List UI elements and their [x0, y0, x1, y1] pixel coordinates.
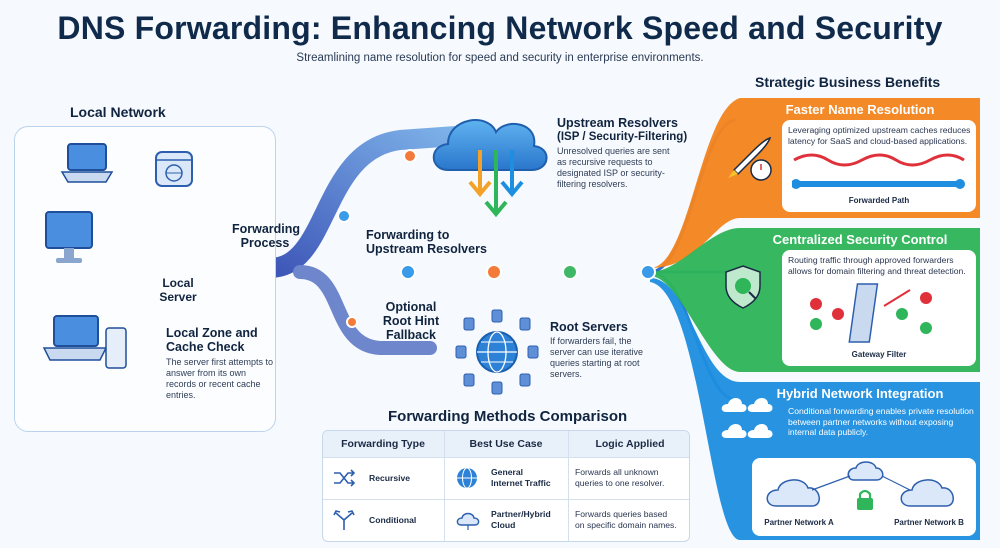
browser-icon: [155, 151, 193, 187]
laptop-icon: [60, 143, 114, 183]
forwarding-process-label-2: Process: [240, 236, 290, 250]
row-logic-2: on specific domain names.: [575, 520, 677, 530]
shuffle-icon: [334, 469, 355, 487]
benefits-heading: Strategic Business Benefits: [755, 74, 941, 90]
lock-icon: [857, 489, 873, 510]
root-hint-label-1: Optional: [385, 300, 437, 314]
globe-icon: [476, 331, 518, 373]
local-server-label-2: Server: [159, 290, 197, 304]
upstream-description: Unresolved queries are sent as recursive…: [557, 146, 670, 189]
cache-title-1: Local Zone and: [166, 326, 258, 340]
local-server-label-1: Local: [162, 276, 194, 290]
root-hint-label-2: Root Hint: [382, 314, 440, 328]
page-title: DNS Forwarding: Enhancing Network Speed …: [57, 10, 943, 46]
row-use-case-1: Partner/Hybrid: [491, 509, 551, 519]
root-servers-description: If forwarders fail, the server can use i…: [550, 336, 644, 379]
faster-benefit-card: Faster Name Resolution Leveraging optimi…: [740, 98, 980, 218]
hybrid-inner-card: Partner Network A Partner Network B: [752, 458, 976, 536]
cloud-icon: [456, 512, 480, 530]
partner-b-label: Partner Network B: [894, 518, 964, 527]
root-servers-title: Root Servers: [550, 320, 628, 334]
header-logic-applied: Logic Applied: [595, 438, 665, 450]
row-type: Recursive: [369, 473, 411, 483]
forwarding-upstream-label-2: Upstream Resolvers: [366, 242, 487, 256]
comparison-table: Forwarding Type Best Use Case Logic Appl…: [322, 430, 690, 542]
row-use-case-2: Internet Traffic: [491, 478, 551, 488]
faster-caption: Forwarded Path: [848, 196, 910, 205]
local-network-panel: [14, 126, 276, 432]
header-best-use-case: Best Use Case: [469, 438, 543, 450]
security-caption: Gateway Filter: [851, 350, 907, 359]
upstream-title-2: (ISP / Security-Filtering): [557, 131, 688, 143]
row-type: Conditional: [369, 515, 417, 525]
security-benefit-description: Routing traffic through approved forward…: [788, 255, 966, 276]
hybrid-benefit-title: Hybrid Network Integration: [776, 386, 944, 401]
row-use-case-2: Cloud: [491, 520, 516, 530]
page-subtitle: Streamlining name resolution for speed a…: [296, 52, 704, 64]
security-benefit-card: Centralized Security Control Routing tra…: [740, 228, 980, 372]
forwarded-path-graphic: [792, 153, 965, 189]
faster-inner-card: Leveraging optimized upstream caches red…: [782, 120, 976, 212]
local-network-heading: Local Network: [70, 104, 166, 120]
hybrid-benefit-description: Conditional forwarding enables private r…: [788, 406, 974, 437]
faster-benefit-description: Leveraging optimized upstream caches red…: [788, 125, 971, 146]
rocket-icon: [728, 136, 772, 178]
monitor-icon: [45, 211, 93, 263]
hybrid-network-icon: [721, 398, 773, 438]
upstream-title-1: Upstream Resolvers: [557, 116, 678, 130]
row-logic-1: Forwards all unknown: [575, 467, 659, 477]
root-server-nodes: [455, 309, 539, 395]
root-hint-label-3: Fallback: [385, 328, 437, 342]
faster-benefit-title: Faster Name Resolution: [785, 102, 935, 117]
stopwatch-icon: [750, 159, 772, 181]
security-benefit-title: Centralized Security Control: [772, 232, 948, 247]
row-logic-1: Forwards queries based: [575, 509, 668, 519]
row-logic-2: queries to one resolver.: [575, 478, 665, 488]
table-header: [323, 431, 689, 457]
globe-icon: [457, 467, 477, 489]
partner-a-label: Partner Network A: [764, 518, 834, 527]
split-arrows-icon: [333, 510, 355, 530]
row-use-case-1: General: [491, 467, 524, 477]
header-forwarding-type: Forwarding Type: [341, 438, 425, 450]
partner-clouds-graphic: [766, 461, 954, 507]
firewall-icon: [810, 283, 932, 343]
hybrid-benefit-card: Hybrid Network Integration Conditional f…: [740, 382, 980, 540]
cache-description: The server first attempts to answer from…: [166, 357, 274, 400]
desktop-icon: [42, 315, 127, 369]
forwarding-process-label-1: Forwarding: [232, 222, 301, 236]
shield-icon: [725, 265, 761, 309]
cache-title-2: Cache Check: [166, 340, 245, 354]
comparison-heading: Forwarding Methods Comparison: [388, 408, 628, 425]
security-inner-card: Routing traffic through approved forward…: [782, 250, 976, 366]
forwarding-upstream-label-1: Forwarding to: [366, 228, 450, 242]
cloud-icon: [432, 119, 548, 218]
